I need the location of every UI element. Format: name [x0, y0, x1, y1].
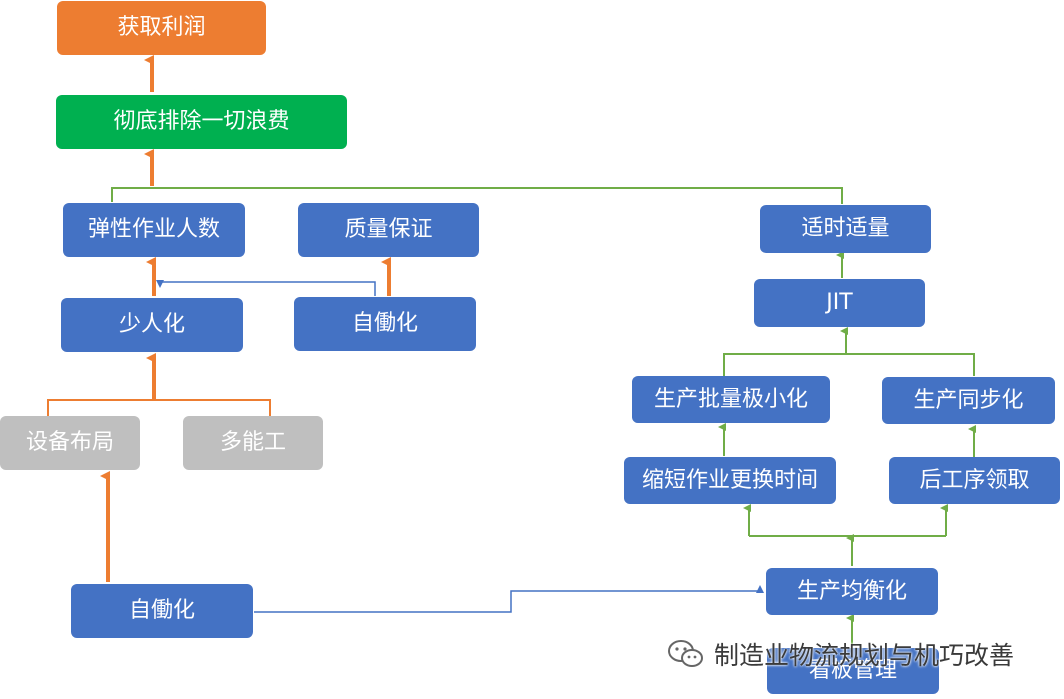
- node-jidoka-top: 自働化: [294, 297, 476, 351]
- node-leveling: 生产均衡化: [766, 568, 938, 615]
- node-synchronization: 生产同步化: [882, 377, 1055, 424]
- node-quality-assurance: 质量保证: [298, 203, 479, 257]
- watermark: 制造业物流规划与机巧改善: [666, 636, 1014, 672]
- node-just-in-time-amount: 适时适量: [760, 205, 931, 253]
- wechat-icon: [668, 640, 703, 667]
- node-multi-skill: 多能工: [183, 416, 323, 470]
- node-layout: 设备布局: [0, 416, 140, 470]
- arrow-jidoka-to-fewer: [156, 280, 376, 296]
- node-jit: JIT: [754, 279, 925, 327]
- node-flexible-workforce: 弹性作业人数: [63, 203, 245, 257]
- watermark-text: 制造业物流规划与机巧改善: [714, 641, 1015, 670]
- node-small-batch: 生产批量极小化: [632, 376, 830, 423]
- node-profit: 获取利润: [57, 1, 266, 55]
- node-pull-downstream: 后工序领取: [889, 457, 1060, 504]
- node-eliminate-waste: 彻底排除一切浪费: [56, 95, 347, 149]
- node-setup-reduction: 缩短作业更换时间: [624, 457, 836, 504]
- arrow-jidoka-to-leveling: [254, 585, 764, 613]
- connector-jit-branch-to-top: [111, 187, 843, 204]
- connector-batch-sync: [723, 353, 975, 376]
- node-fewer-people: 少人化: [61, 298, 243, 352]
- node-kanban: 看板管理: [767, 648, 939, 694]
- connector-layout-multi-skill: [47, 399, 271, 418]
- node-jidoka-bottom: 自働化: [71, 584, 253, 638]
